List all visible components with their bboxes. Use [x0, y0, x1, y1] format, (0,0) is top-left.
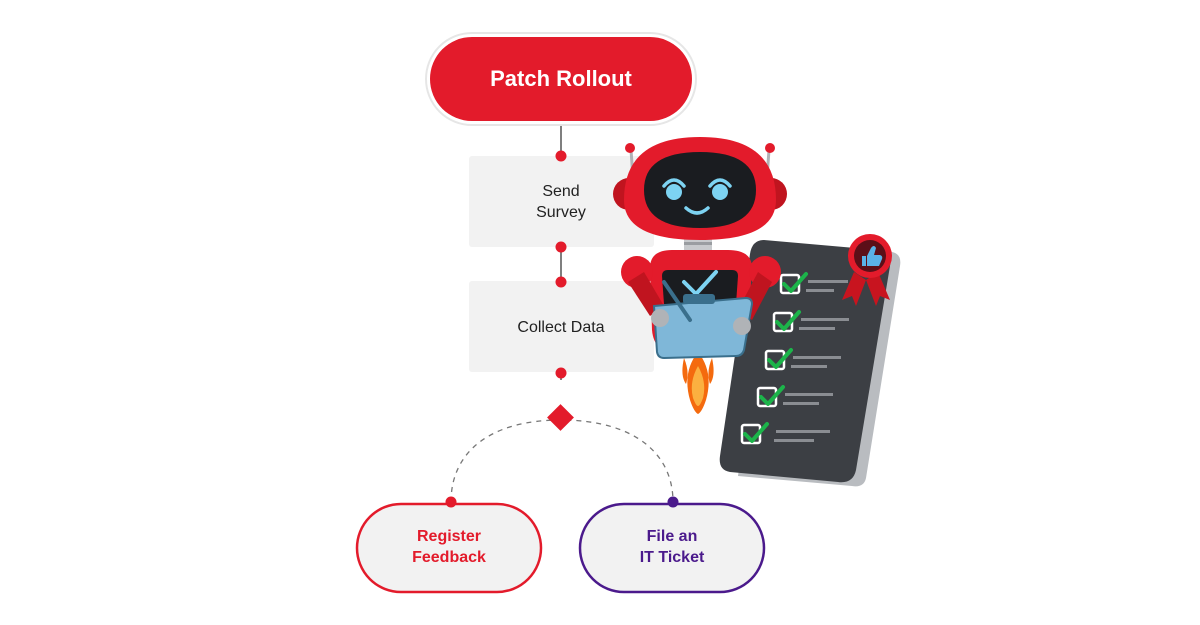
outcome-file-it-ticket: File an IT Ticket	[578, 496, 766, 594]
start-node: Patch Rollout	[425, 32, 697, 126]
decision-branch-line	[450, 419, 674, 503]
outcome-pill	[355, 502, 543, 594]
step-label-line2: Survey	[536, 204, 586, 221]
step-box	[469, 156, 654, 247]
checklist-item	[740, 422, 830, 445]
connector-dot	[445, 496, 457, 508]
outcome-label-line2: IT Ticket	[640, 549, 705, 566]
connector-dot	[555, 150, 567, 162]
check-icon	[775, 310, 801, 331]
connector-dot	[555, 276, 567, 288]
step-box	[469, 281, 654, 372]
pen-icon	[662, 280, 692, 322]
checklist	[740, 272, 849, 445]
outcome-label-line1: File an	[647, 528, 698, 545]
checklist-phone-illustration	[719, 234, 901, 487]
checklist-item	[779, 272, 848, 295]
check-icon	[743, 422, 769, 443]
connector-dot	[555, 241, 567, 253]
outcome-label-line2: Feedback	[412, 549, 486, 566]
thumbs-up-icon	[862, 246, 883, 266]
checklist-item	[756, 385, 833, 408]
connector-dot	[667, 496, 679, 508]
checklist-item	[764, 348, 841, 371]
connector-dot	[555, 367, 567, 379]
clipboard-icon	[652, 296, 754, 360]
connector-dots	[555, 150, 567, 379]
start-node-pill	[430, 37, 692, 121]
check-icon	[782, 272, 808, 293]
check-icon	[767, 348, 793, 369]
thumbs-up-ribbon-badge-icon	[842, 234, 892, 306]
step-collect-data: Collect Data	[469, 281, 654, 372]
robot-illustration	[613, 137, 787, 414]
step-label-line1: Send	[542, 183, 579, 200]
outcome-register-feedback: Register Feedback	[355, 496, 543, 594]
robot-face-screen	[644, 152, 756, 228]
outcome-label-line1: Register	[417, 528, 481, 545]
phone-body	[719, 240, 891, 483]
check-icon	[759, 385, 785, 406]
step-label: Collect Data	[517, 319, 604, 336]
start-node-label: Patch Rollout	[490, 66, 632, 91]
checklist-item	[772, 310, 849, 333]
step-send-survey: Send Survey	[469, 156, 654, 247]
outcome-pill	[578, 502, 766, 594]
decision-diamond-icon	[547, 404, 574, 431]
